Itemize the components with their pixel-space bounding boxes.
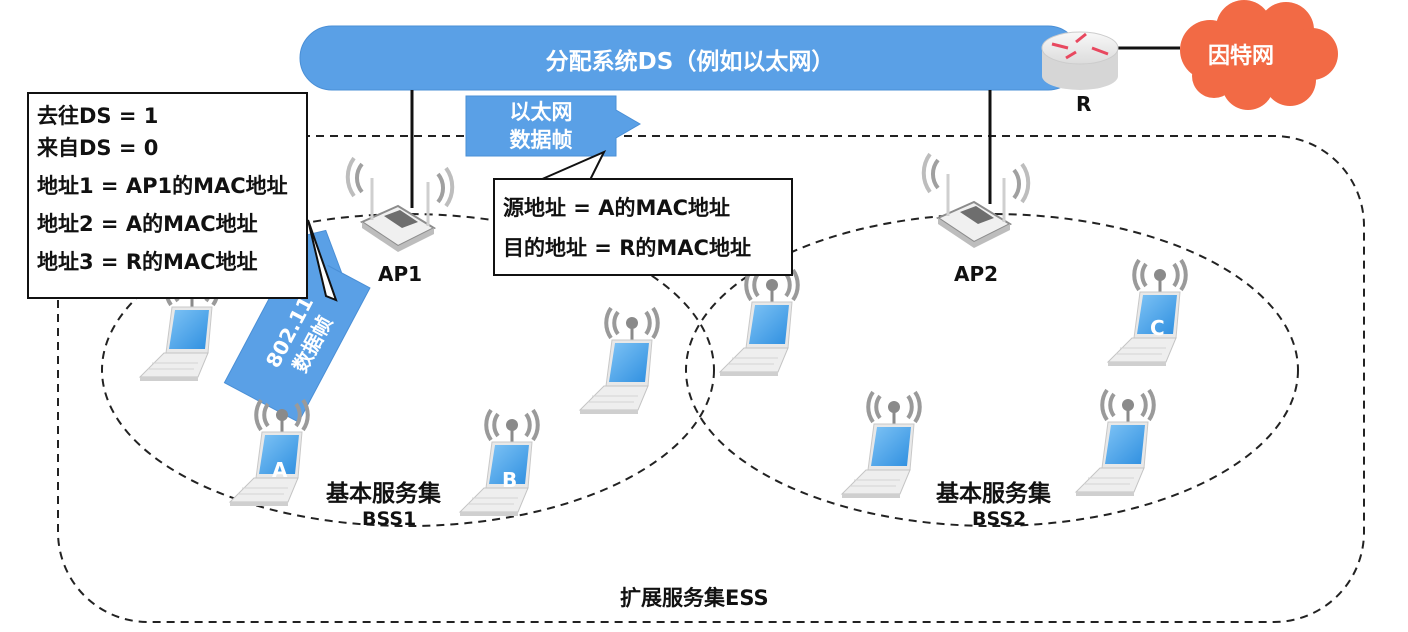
ethernet-frame-line1: 以太网 xyxy=(509,100,573,124)
router-icon xyxy=(1041,31,1119,90)
ethernet-frame-arrow xyxy=(465,95,641,157)
station-icon xyxy=(1074,388,1156,498)
station-c-label: C xyxy=(1150,316,1165,340)
internet-cloud-icon xyxy=(1180,0,1338,110)
ds-bar-label: 分配系统DS（例如以太网） xyxy=(545,49,835,75)
station-c-icon xyxy=(1106,258,1188,368)
station-b-label: B xyxy=(502,468,518,492)
callout-line: 地址1 = AP1的MAC地址 xyxy=(37,174,288,198)
bss1-boundary xyxy=(101,213,715,527)
ap1-icon xyxy=(345,156,455,254)
ap2-icon xyxy=(921,152,1031,250)
bss2-title: 基本服务集 xyxy=(936,481,1051,507)
station-icon xyxy=(718,268,800,378)
station-a-label: A xyxy=(272,458,288,482)
callout-line: 源地址 = A的MAC地址 xyxy=(503,196,731,220)
bss1-name: BSS1 xyxy=(362,508,417,530)
ap2-label: AP2 xyxy=(954,262,999,286)
ethernet-frame-line2: 数据帧 xyxy=(509,128,573,152)
internet-label: 因特网 xyxy=(1208,44,1275,69)
bss1-title: 基本服务集 xyxy=(326,481,441,507)
router-label: R xyxy=(1076,92,1092,116)
ethernet-frame-address-callout: 源地址 = A的MAC地址 目的地址 = R的MAC地址 xyxy=(493,178,793,276)
station-b-icon xyxy=(458,408,540,518)
ess-label: 扩展服务集ESS xyxy=(620,586,769,610)
callout-line: 来自DS = 0 xyxy=(37,136,159,160)
callout-line: 目的地址 = R的MAC地址 xyxy=(503,236,751,260)
callout-line: 地址2 = A的MAC地址 xyxy=(37,212,258,236)
wlan-frame-address-callout: 去往DS = 1 来自DS = 0 地址1 = AP1的MAC地址 地址2 = … xyxy=(27,92,308,299)
bss2-name: BSS2 xyxy=(972,508,1027,530)
callout-line: 去往DS = 1 xyxy=(37,104,159,128)
bss2-boundary xyxy=(685,213,1299,527)
station-icon xyxy=(840,390,922,500)
ap1-label: AP1 xyxy=(378,262,423,286)
ethernet-frame-label: 以太网 数据帧 xyxy=(466,98,616,154)
callout-line: 地址3 = R的MAC地址 xyxy=(37,250,258,274)
station-icon xyxy=(578,306,660,416)
ess-boundary xyxy=(57,135,1365,623)
